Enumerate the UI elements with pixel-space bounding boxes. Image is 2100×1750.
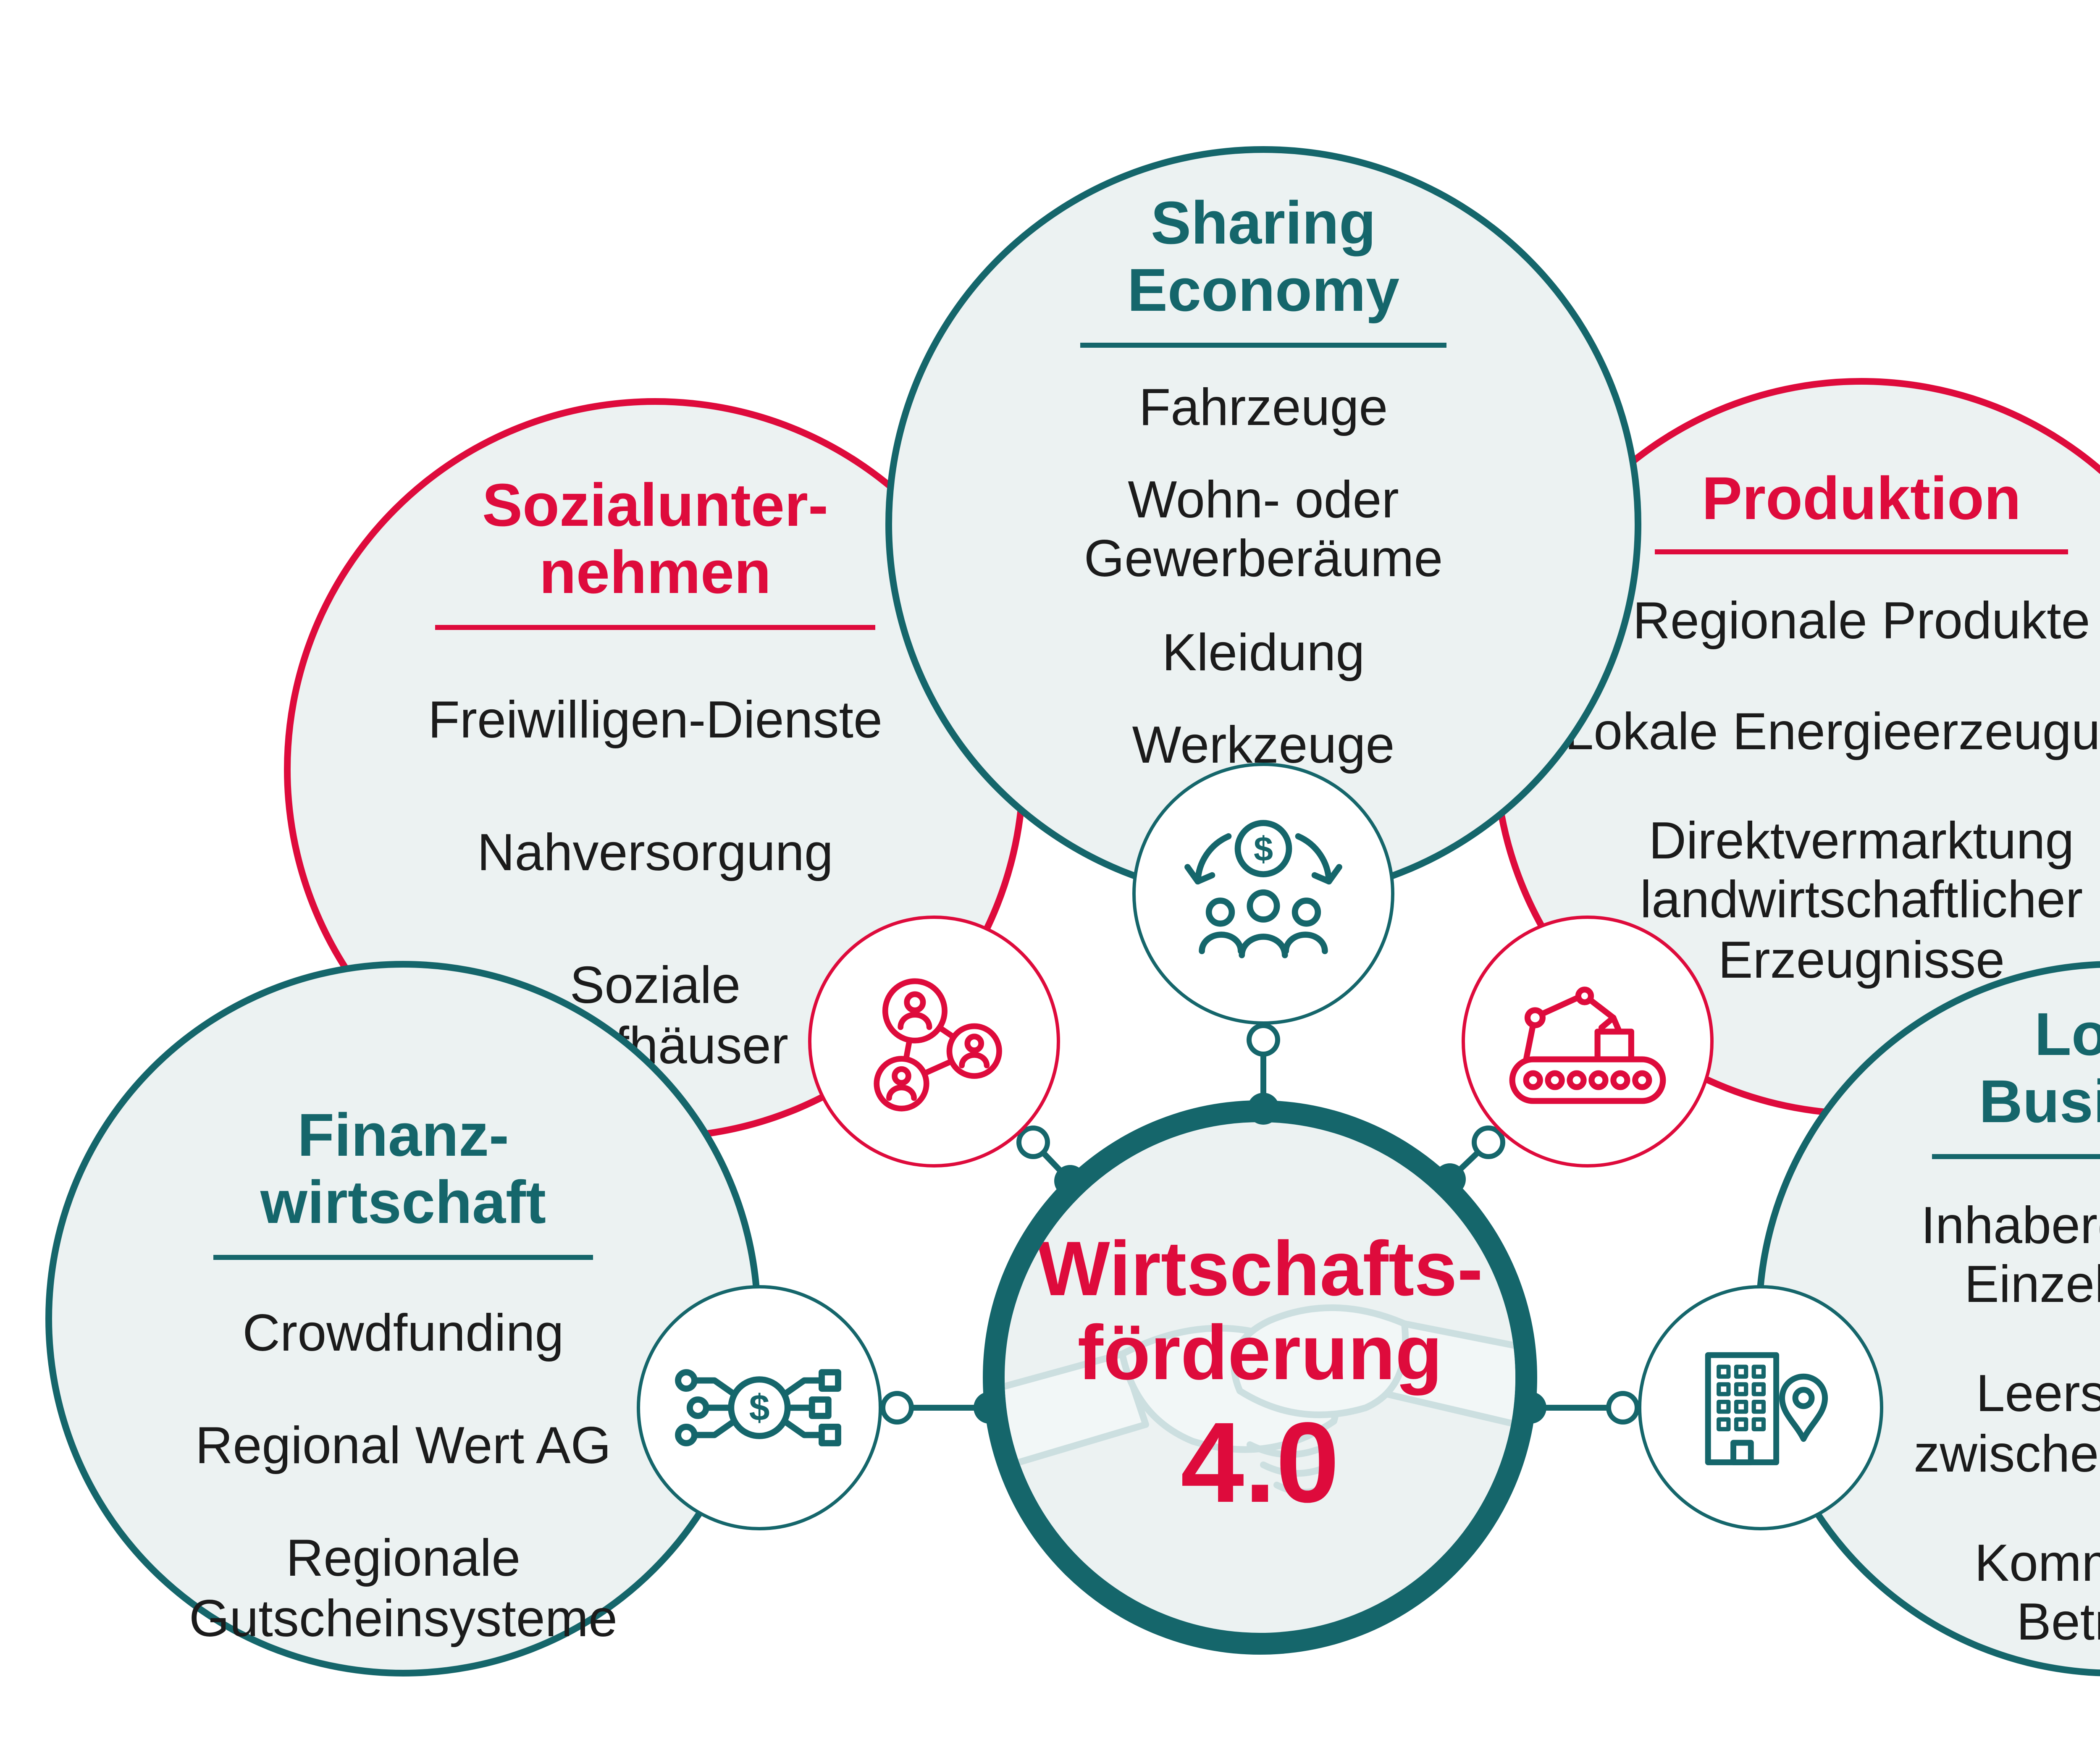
bubble-item: Inhabergeführter Einzelhandel: [1921, 1195, 2100, 1314]
bubble-item: Fahrzeuge: [1139, 377, 1388, 436]
bubble-item: Wohn- oder Gewerberäume: [1084, 470, 1443, 589]
bubble-item: Kleidung: [1162, 622, 1365, 682]
center-title-line: Wirtschafts-: [1037, 1225, 1483, 1312]
center-title-line: förderung: [1077, 1308, 1443, 1396]
bubble-item: Regionale Gutscheinsysteme: [189, 1529, 617, 1648]
icon-circle-sharing-economy: $: [1132, 763, 1394, 1025]
bubble-title-line: wirtschaft: [260, 1168, 546, 1237]
icon-circle-sozialunternehmen: [808, 916, 1060, 1168]
icon-circle-finanzwirtschaft: $: [637, 1285, 882, 1530]
handshake-illustration: [1005, 1304, 1515, 1496]
bubble-item: Lokale Energieerzeugung: [1564, 701, 2100, 761]
bubble-title: Sharing Economy: [1080, 188, 1447, 347]
center-title: Wirtschafts- förderung 4.0: [1005, 1122, 1515, 1633]
bubble-title-line: Business: [1979, 1067, 2100, 1136]
bubble-title: Local Business: [1932, 1000, 2100, 1159]
svg-text:$: $: [749, 1387, 769, 1428]
bubble-item: Kommunale Betriebe: [1974, 1533, 2100, 1652]
building-location-pin-icon: [1705, 1352, 1828, 1465]
bubble-item: Crowdfunding: [242, 1303, 564, 1362]
bubble-item: Direktvermarktung landwirtschaftlicher E…: [1640, 811, 2083, 989]
center-version-number: 4.0: [1180, 1398, 1340, 1527]
bubble-title-line: Finanz-: [297, 1100, 509, 1169]
bubble-item: Leerstands-zwischennutzung: [1914, 1364, 2100, 1483]
bubble-title-line: Sozialunter-: [482, 470, 828, 539]
icon-circle-local-business: [1638, 1285, 1883, 1530]
bubble-item: Freiwilligen-Dienste: [428, 690, 882, 749]
people-network-icon: [874, 978, 1002, 1112]
bubble-title-line: Economy: [1127, 256, 1400, 325]
bubble-title-line: Produktion: [1702, 464, 2021, 533]
sharing-economy-people-icon: $: [1184, 820, 1342, 958]
bubble-title-line: Local: [2034, 1000, 2100, 1068]
bubble-item: Nahversorgung: [477, 823, 833, 882]
bubble-title: Finanz- wirtschaft: [213, 1100, 593, 1259]
bubble-title: Sozialunter- nehmen: [435, 470, 875, 630]
bubble-finanzwirtschaft: Finanz- wirtschaft Crowdfunding Regional…: [45, 961, 761, 1677]
center-circle: Wirtschafts- förderung 4.0: [983, 1100, 1537, 1655]
finance-network-icon: $: [675, 1369, 841, 1446]
bubble-item: Regionale Produkte: [1633, 592, 2090, 651]
production-conveyor-icon: [1509, 987, 1666, 1104]
bubble-title-line: nehmen: [539, 538, 771, 607]
bubble-title-line: Sharing: [1150, 188, 1376, 257]
bubble-title: Produktion: [1655, 464, 2068, 555]
svg-text:$: $: [1254, 829, 1273, 868]
bubble-item: Regional Wert AG: [195, 1416, 612, 1475]
icon-circle-produktion: [1462, 916, 1714, 1168]
